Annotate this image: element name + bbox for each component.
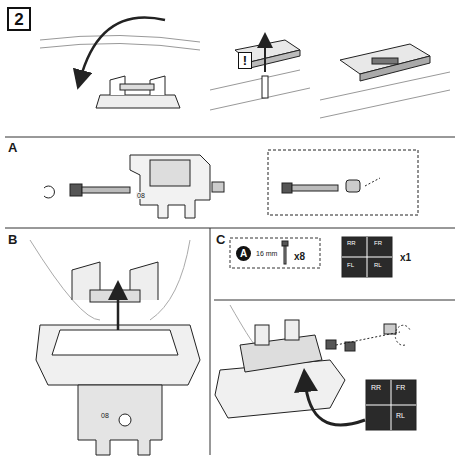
sticker-label: RL bbox=[396, 412, 405, 419]
node-text: A bbox=[240, 249, 247, 259]
sticker-label: FR bbox=[396, 384, 405, 391]
section-letter: x8 bbox=[294, 252, 305, 262]
section-letter: C bbox=[216, 233, 225, 246]
warning-box: ! bbox=[238, 52, 252, 69]
part-label: 08 bbox=[100, 412, 110, 419]
sticker-label: RL bbox=[374, 262, 382, 268]
step-box: 2 bbox=[7, 7, 31, 31]
sticker-label: FL bbox=[347, 262, 354, 268]
part-label: 08 bbox=[136, 192, 146, 199]
sticker-label: RR bbox=[347, 240, 356, 246]
sticker-label: FR bbox=[374, 240, 382, 246]
node-text: ! bbox=[243, 54, 247, 67]
sticker-label: RR bbox=[371, 384, 381, 391]
callout-badge: A bbox=[236, 246, 251, 261]
section-letter: x1 bbox=[400, 253, 411, 263]
part-label: 16 mm bbox=[256, 250, 277, 257]
section-letter: A bbox=[8, 141, 17, 154]
node-text: 2 bbox=[14, 11, 23, 28]
section-letter: B bbox=[8, 233, 17, 246]
